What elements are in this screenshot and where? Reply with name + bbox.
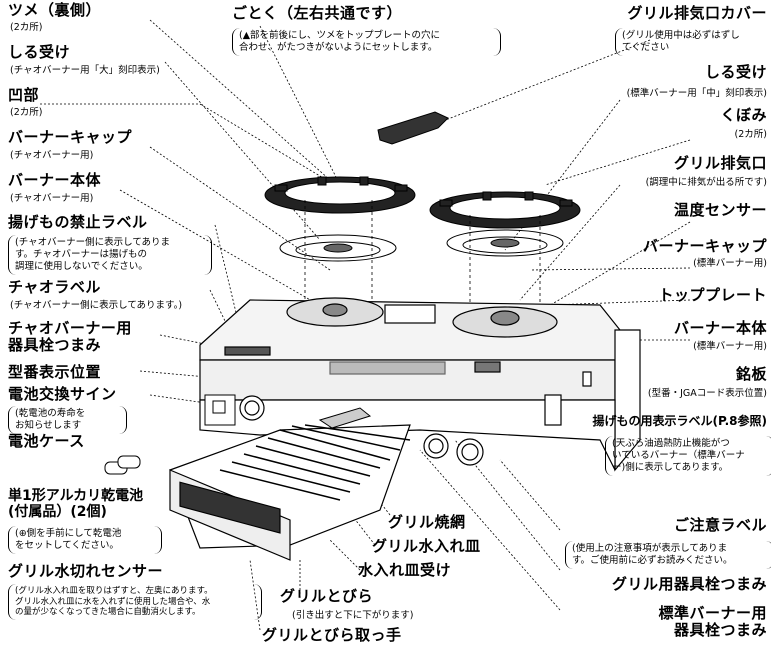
label-grill-cover-note: (グリル使用中は必ずはずし てください (615, 28, 771, 56)
label-meiban-sub: (型番・JGAコード表示位置) (647, 388, 767, 399)
label-battery-sign-note: (乾電池の寿命を お知らせします (8, 406, 127, 434)
label-kubobu: 凹部 (8, 86, 40, 104)
label-battery-note: (⊕側を手前にして乾電池 をセットしてください。 (8, 526, 162, 554)
label-shiruuke-left-sub: (チャオバーナー用「大」刻印表示) (10, 65, 160, 76)
drip-pans (279, 229, 564, 262)
label-agemono-yo: 揚げもの用表示ラベル(P.8参照) (592, 414, 767, 428)
label-door-handle: グリルとびら取っ手 (262, 626, 402, 644)
trivet-right (429, 191, 581, 229)
label-ciao-sub: (チャオバーナー側に表示してあります。) (10, 300, 183, 311)
label-tray-holder: 水入れ皿受け (358, 561, 452, 579)
label-grill-cover: グリル排気口カバー (627, 4, 767, 22)
label-battery-case: 電池ケース (8, 432, 85, 450)
burner-caps (323, 238, 520, 253)
label-kubomi-sub: (2カ所) (734, 129, 767, 140)
label-top-plate: トッププレート (658, 286, 767, 304)
label-kubobu-sub: (2カ所) (10, 107, 43, 118)
label-battery: 単1形アルカリ乾電池 (付属品）(2個) (8, 488, 144, 521)
label-shiruuke-right: しる受け (704, 63, 767, 81)
label-grill-door-sub: (引き出すと下に下がります) (292, 610, 414, 621)
grill-exhaust-cover (377, 111, 449, 145)
grill-net (219, 424, 411, 501)
label-tsume: ツメ（裏側） (8, 1, 102, 19)
label-grill-tray: グリル水入れ皿 (372, 537, 481, 555)
label-grill-knob: グリル用器具栓つまみ (611, 575, 767, 593)
label-shiruuke-left: しる受け (8, 43, 71, 61)
label-grill-door: グリルとびら (280, 587, 374, 605)
knobs (239, 395, 484, 466)
label-burner-body-right-sub: (標準バーナー用) (693, 341, 767, 352)
label-ciao-knob: チャオバーナー用 器具栓つまみ (8, 319, 132, 355)
label-grill-exhaust-sub: (調理中に排気が出る所です) (645, 177, 767, 188)
battery-case (204, 394, 236, 426)
label-std-knob: 標準バーナー用 器具栓つまみ (658, 604, 767, 640)
label-agemono-kinshi-note: (チャオバーナー側に表示してありま す。チャオバーナーは揚げもの 調理に使用しな… (8, 235, 212, 275)
label-ciao: チャオラベル (8, 278, 101, 296)
label-kubomi: くぼみ (720, 106, 767, 124)
label-gotoku-note: (▲部を前後にし、ツメをトップブレートの穴に 合わせ、がたつきがないようにセット… (232, 28, 501, 56)
label-caution-note: (使用上の注意事項が表示してありま す。ご使用前に必ずお読みください。 (565, 541, 771, 569)
label-water-sensor: グリル水切れセンサー (8, 562, 164, 580)
label-temp-sensor: 温度センサー (673, 201, 767, 219)
label-water-sensor-note: (グリル水入れ皿を取りはずすと、左奥にあります。 グリル水入れ皿に水を入れずに使… (8, 584, 262, 620)
label-burner-body-right: バーナー本体 (673, 319, 767, 337)
label-gotoku: ごとく（左右共通です） (232, 4, 403, 22)
label-burner-cap-left: バーナーキャップ (8, 128, 133, 146)
grill-drawer (169, 424, 411, 561)
label-tsume-sub: (2カ所) (10, 22, 43, 33)
label-agemono-yo-note: (天ぷら油過熱防止機能がつ いているバーナー（標準バーナ ー)側に表示してありま… (605, 436, 771, 476)
label-burner-cap-left-sub: (チャオバーナー用) (10, 150, 94, 161)
label-burner-cap-right: バーナーキャップ (642, 237, 767, 255)
label-meiban: 銘板 (735, 365, 767, 383)
batteries (104, 455, 141, 475)
label-battery-sign: 電池交換サイン (8, 385, 117, 403)
label-burner-body-left: バーナー本体 (8, 171, 102, 189)
label-burner-body-left-sub: (チャオバーナー用) (10, 193, 94, 204)
label-burner-cap-right-sub: (標準バーナー用) (693, 258, 767, 269)
label-model-position: 型番表示位置 (8, 363, 102, 381)
label-grill-exhaust: グリル排気口 (673, 154, 767, 172)
trivet-left (264, 176, 416, 214)
grill-tray (318, 407, 372, 429)
label-shiruuke-right-sub: (標準バーナー用「中」刻印表示) (626, 88, 767, 99)
stove-body (199, 297, 641, 472)
label-agemono-kinshi: 揚げもの禁止ラベル (8, 213, 148, 231)
label-grill-net: グリル焼網 (388, 513, 466, 531)
label-caution: ご注意ラベル (673, 516, 767, 534)
